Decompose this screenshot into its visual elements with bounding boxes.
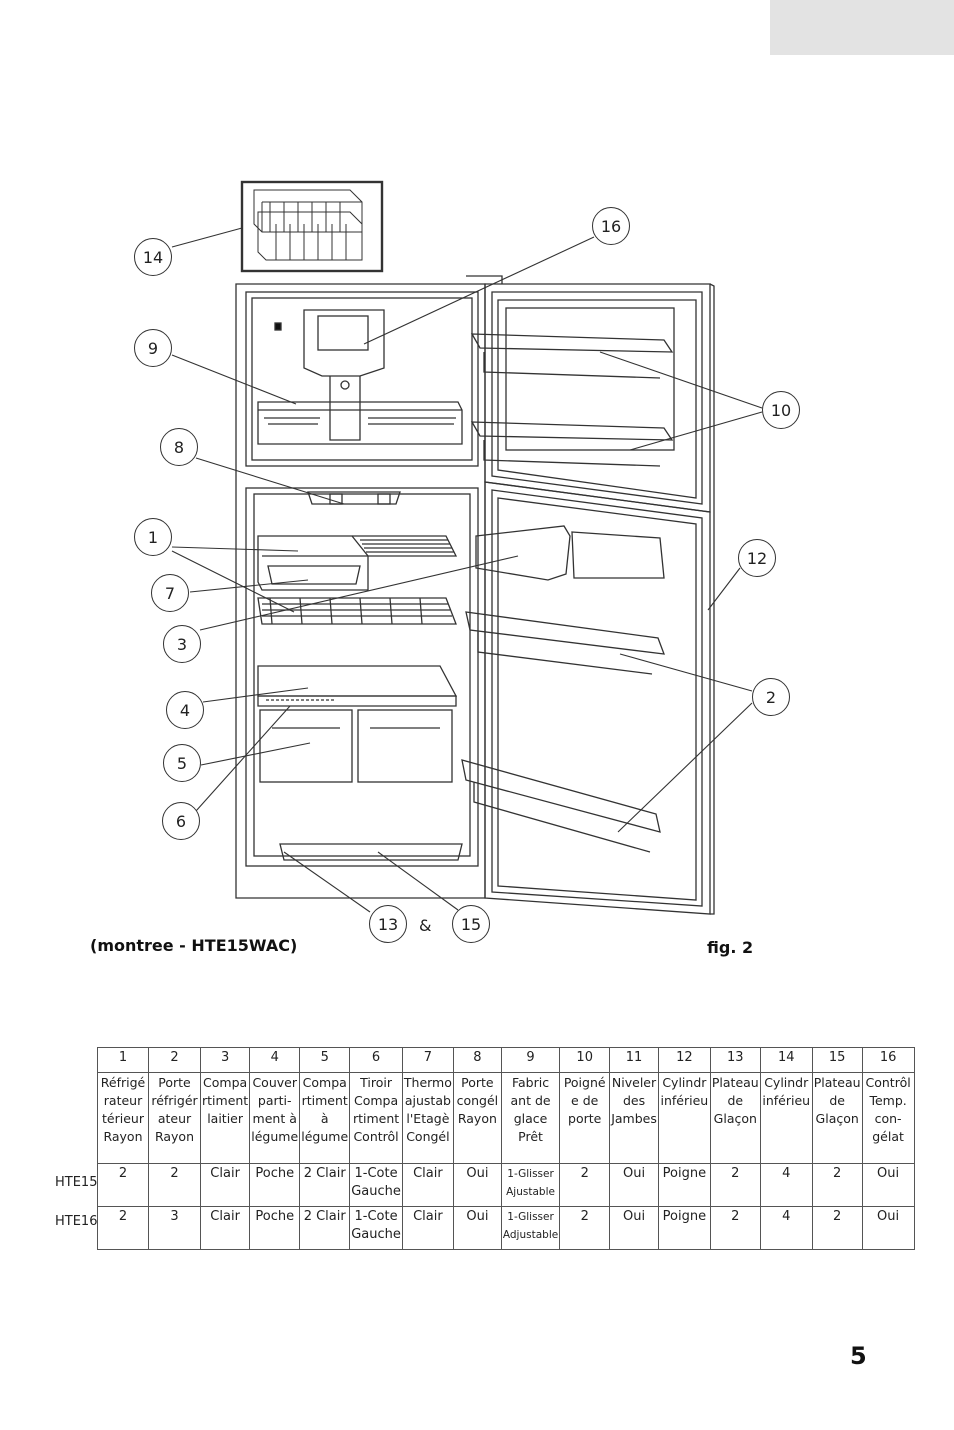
col-number-3: 3 (199, 1047, 251, 1073)
table-cell: Oui (452, 1206, 502, 1250)
table-cell: 2 (97, 1163, 149, 1207)
callout-10: 10 (762, 391, 800, 429)
row-label-hte15: HTE15 (55, 1175, 98, 1190)
callout-13: 13 (369, 905, 407, 943)
table-cell: 2 (559, 1206, 611, 1250)
callout-15: 14 (134, 238, 172, 276)
table-cell: Oui (861, 1206, 915, 1250)
col-number-6: 6 (349, 1047, 403, 1073)
table-cell: 2 (709, 1206, 761, 1250)
table-cell: Oui (609, 1163, 659, 1207)
table-cell: 2 Clair (299, 1206, 351, 1250)
model-caption: (montree - HTE15WAC) (90, 936, 298, 955)
table-cell: 4 (759, 1163, 813, 1207)
table-cell: Clair (401, 1163, 454, 1207)
col-number-12: 12 (657, 1047, 711, 1073)
callout-8: 8 (160, 428, 198, 466)
callout-7: 7 (151, 574, 189, 612)
table-cell: Oui (452, 1163, 502, 1207)
col-number-2: 2 (148, 1047, 201, 1073)
col-number-14: 14 (759, 1047, 813, 1073)
refrigerator-diagram (171, 180, 763, 915)
callout-16: 16 (592, 207, 630, 245)
table-cell: Poigne (657, 1206, 711, 1250)
page-number: 5 (850, 1342, 867, 1370)
col-number-4: 4 (249, 1047, 301, 1073)
figure-caption: fig. 2 (707, 938, 754, 957)
col-number-15: 15 (811, 1047, 863, 1073)
col-number-10: 10 (559, 1047, 611, 1073)
table-cell: Clair (199, 1163, 251, 1207)
table-cell: 2 Clair (299, 1163, 351, 1207)
ice-maker-drawing (274, 309, 385, 441)
callout-2: 2 (752, 678, 790, 716)
table-cell: Clair (199, 1206, 251, 1250)
table-cell: Poigne (657, 1163, 711, 1207)
col-number-16: 16 (861, 1047, 915, 1073)
table-cell: 2 (559, 1163, 611, 1207)
table-cell: Oui (609, 1206, 659, 1250)
col-number-13: 13 (709, 1047, 761, 1073)
callout-14: 15 (452, 905, 490, 943)
callout-3: 3 (163, 625, 201, 663)
ampersand: & (419, 916, 432, 935)
col-number-7: 7 (401, 1047, 454, 1073)
col-number-11: 11 (609, 1047, 659, 1073)
col-number-5: 5 (299, 1047, 351, 1073)
table-cell: 2 (148, 1163, 201, 1207)
ice-tray-illustration (253, 189, 363, 261)
table-cell: Oui (861, 1163, 915, 1207)
page-corner-tab (770, 0, 954, 55)
table-cell: 2 (97, 1206, 149, 1250)
table-cell: Clair (401, 1206, 454, 1250)
col-number-9: 9 (500, 1047, 561, 1073)
table-cell: 2 (811, 1206, 863, 1250)
table-cell: Poche (249, 1206, 301, 1250)
table-cell: Poche (249, 1163, 301, 1207)
table-cell: 2 (811, 1163, 863, 1207)
col-number-8: 8 (452, 1047, 502, 1073)
callout-4: 4 (166, 691, 204, 729)
callout-1: 1 (134, 518, 172, 556)
callout-6: 6 (162, 802, 200, 840)
callout-9: 9 (134, 329, 172, 367)
col-number-1: 1 (97, 1047, 149, 1073)
table-cell: 3 (148, 1206, 201, 1250)
table-cell: 4 (759, 1206, 813, 1250)
callout-12: 12 (738, 539, 776, 577)
row-label-hte16: HTE16 (55, 1214, 98, 1229)
table-cell: 2 (709, 1163, 761, 1207)
callout-5: 5 (163, 744, 201, 782)
